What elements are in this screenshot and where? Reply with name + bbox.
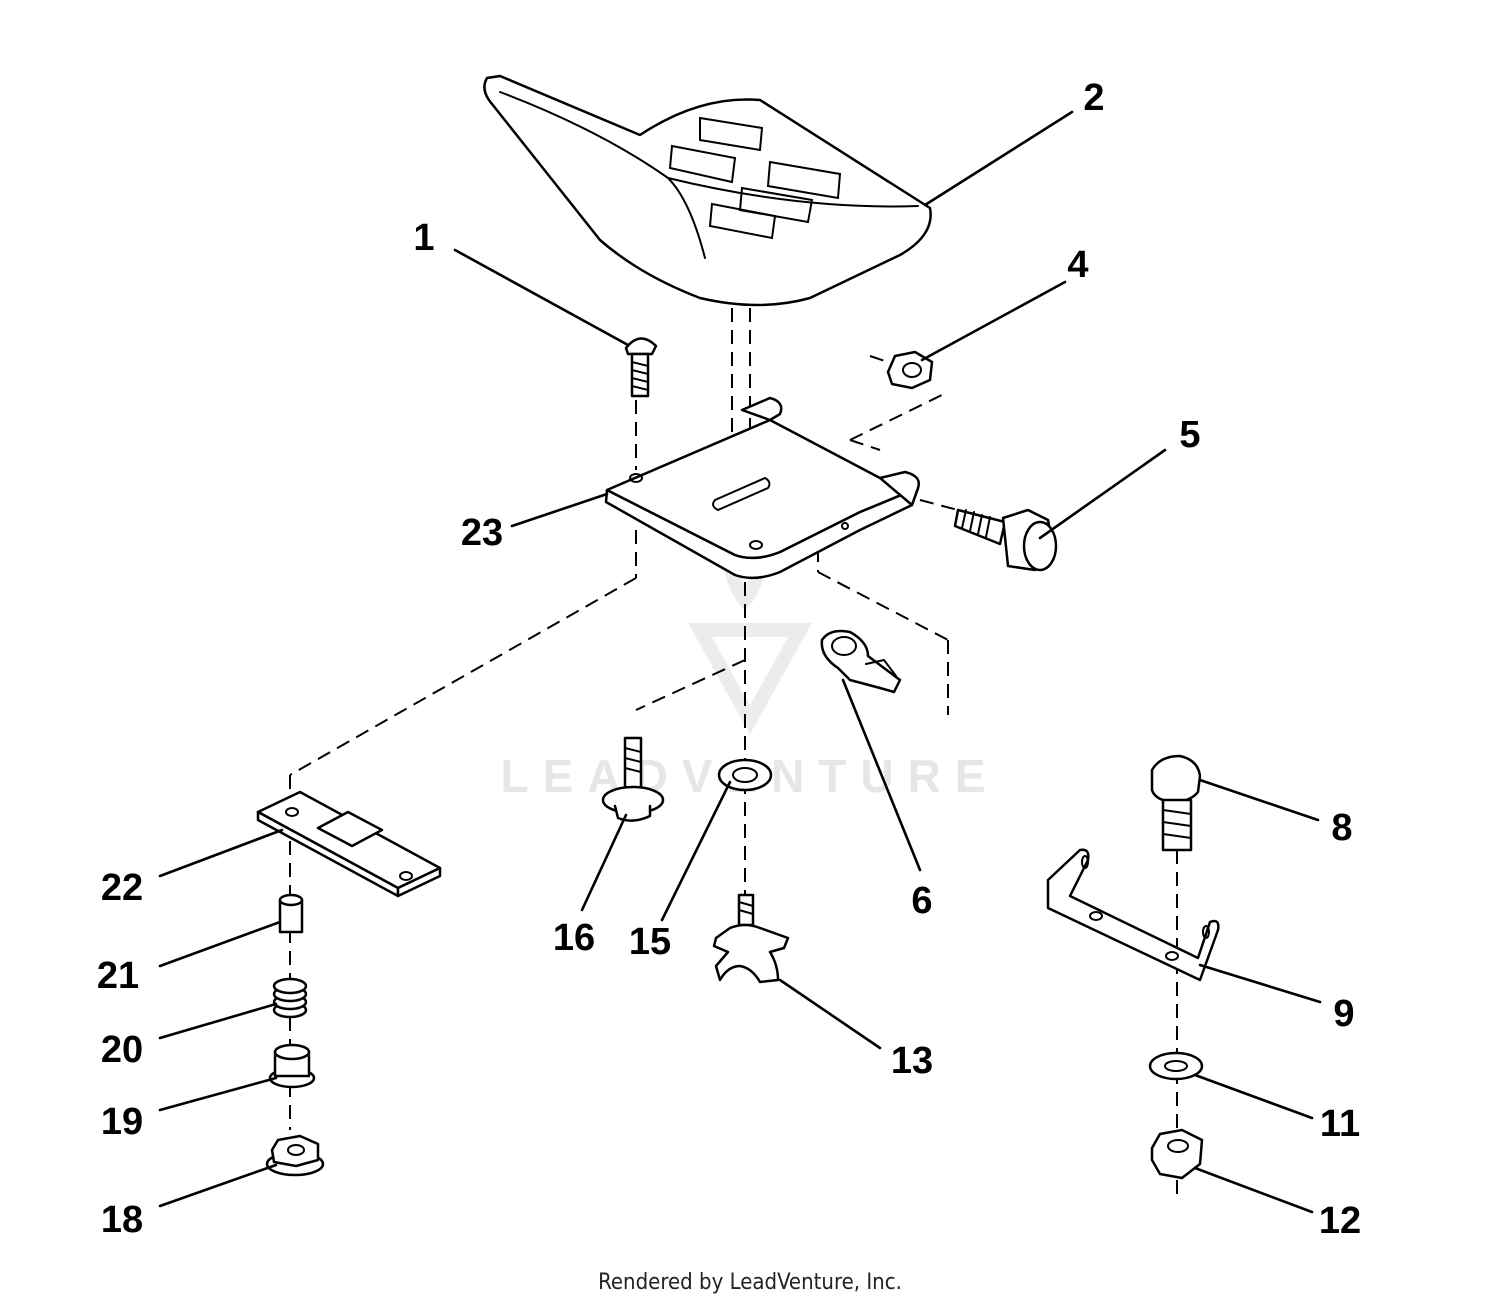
lock-nut-part [1150,1128,1204,1180]
callout-18: 18 [101,1199,143,1241]
flange-nut-part [265,1134,325,1177]
pin-part [278,893,304,934]
spring-part [272,977,308,1019]
seat-plate-part [604,396,920,580]
callout-13: 13 [891,1040,933,1082]
washer-small-part [1148,1051,1204,1081]
callout-23: 23 [461,512,503,554]
callout-16: 16 [553,917,595,959]
callout-labels: 1 2 4 5 6 8 9 11 12 13 15 16 18 19 20 21… [97,77,1361,1242]
callout-8: 8 [1331,807,1352,849]
callout-22: 22 [101,867,143,909]
callout-21: 21 [97,955,139,997]
knob-part [712,893,790,984]
washer-part [717,758,773,792]
callout-4: 4 [1067,244,1088,286]
callout-19: 19 [101,1101,143,1143]
callout-5: 5 [1179,414,1200,456]
callout-2: 2 [1083,77,1104,119]
seat-part [483,74,932,307]
callout-11: 11 [1320,1103,1360,1145]
leader-lines [158,110,1322,1214]
callout-6: 6 [911,880,932,922]
slide-bracket-part [256,790,442,898]
carriage-bolt-part [624,337,658,398]
callout-20: 20 [101,1029,143,1071]
callout-9: 9 [1333,993,1354,1035]
clip-part [820,629,902,694]
hex-bolt-part [1150,754,1202,852]
nut-part [886,350,934,390]
watermark-logo-icon [688,623,812,735]
callout-12: 12 [1319,1200,1361,1242]
shoulder-bolt-part [953,508,1058,572]
callout-15: 15 [629,921,671,963]
callout-1: 1 [413,217,434,259]
support-bracket-part [1046,848,1220,982]
footer-credit: Rendered by LeadVenture, Inc. [598,1270,902,1295]
bushing-part [268,1043,316,1089]
